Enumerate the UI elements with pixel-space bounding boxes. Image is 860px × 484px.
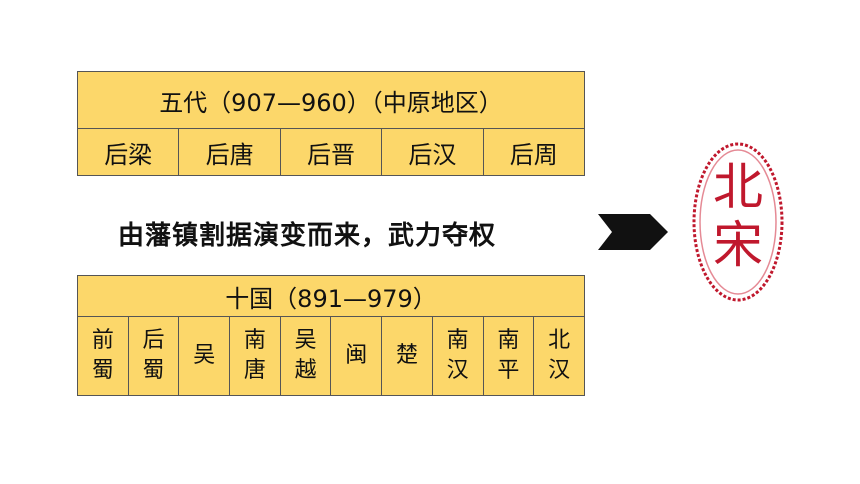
kingdom-char: 越 (294, 358, 317, 383)
kingdom-char: 汉 (446, 358, 469, 383)
kingdom-char: 南 (446, 328, 469, 353)
kingdom-char: 楚 (395, 343, 418, 368)
kingdom-char: 南 (497, 328, 520, 353)
dynasty-cell: 后周 (482, 128, 586, 176)
kingdom-cell: 楚 (381, 316, 433, 396)
kingdom-char: 蜀 (142, 358, 165, 383)
kingdom-cell: 北汉 (533, 316, 585, 396)
origin-description: 由藩镇割据演变而来，武力夺权 (118, 221, 497, 251)
kingdom-char: 汉 (548, 358, 571, 383)
kingdom-char: 平 (497, 358, 520, 383)
kingdom-cell: 南唐 (229, 316, 281, 396)
kingdom-char: 蜀 (91, 358, 114, 383)
dynasty-cell: 后唐 (178, 128, 281, 176)
ten-kingdoms-header: 十国（891—979） (77, 275, 585, 317)
kingdom-cell: 闽 (330, 316, 383, 396)
kingdom-char: 后 (142, 328, 165, 353)
ten-kingdoms-table: 十国（891—979） 前蜀 后蜀 吴 南唐 吴越 闽 楚 南汉 南平 北汉 (77, 275, 585, 396)
five-dynasties-header: 五代（907—960）（中原地区） (77, 71, 585, 129)
kingdom-char: 吴 (193, 343, 216, 368)
kingdom-char: 闽 (345, 343, 368, 368)
kingdom-cell: 吴越 (279, 316, 332, 396)
kingdom-char: 唐 (243, 358, 266, 383)
kingdom-char: 吴 (294, 328, 317, 353)
kingdom-char: 北 (548, 328, 571, 353)
seal-char: 宋 (713, 216, 763, 274)
northern-song-seal: 北 宋 (688, 158, 788, 274)
kingdom-cell: 南汉 (431, 316, 484, 396)
kingdom-cell: 南平 (482, 316, 535, 396)
dynasty-cell: 后晋 (279, 128, 383, 176)
chevron-right-icon (598, 214, 668, 250)
kingdom-char: 前 (91, 328, 114, 353)
kingdom-cell: 后蜀 (127, 316, 180, 396)
kingdom-cell: 前蜀 (77, 316, 129, 396)
dynasty-cell: 后梁 (76, 128, 180, 176)
dynasty-cell: 后汉 (381, 128, 484, 176)
kingdom-cell: 吴 (178, 316, 231, 396)
seal-frame (692, 142, 784, 302)
seal-char: 北 (713, 158, 763, 216)
five-dynasties-table: 五代（907—960）（中原地区） 后梁 后唐 后晋 后汉 后周 (76, 71, 586, 176)
kingdom-char: 南 (243, 328, 266, 353)
